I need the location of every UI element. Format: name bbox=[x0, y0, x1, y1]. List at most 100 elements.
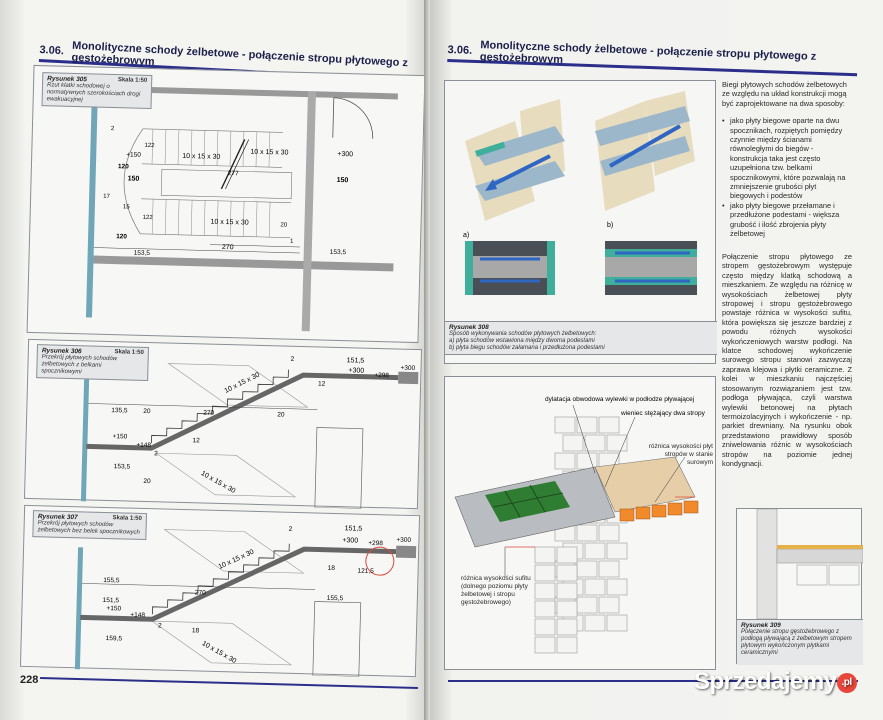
dim-text: 120 bbox=[116, 233, 127, 240]
stair-section-306: 151,5 +300 +298 +300 10 x 15 x 30 10 x 1… bbox=[80, 356, 419, 509]
dim-text: 122 bbox=[143, 215, 154, 221]
brick bbox=[584, 542, 606, 560]
dim-text: 12 bbox=[192, 437, 200, 444]
variant-b-label: b) bbox=[607, 222, 613, 229]
callout-height-diff: różnica wysokości płyt stropów w stanie … bbox=[641, 443, 713, 467]
dim-text: +150 bbox=[106, 605, 121, 612]
brick bbox=[606, 542, 628, 560]
tread-line bbox=[242, 201, 245, 237]
figure-desc: Przekrój płytowych schodów żelbetowych b… bbox=[37, 520, 140, 536]
tread-line bbox=[151, 129, 154, 165]
brick bbox=[598, 596, 620, 614]
brick bbox=[534, 564, 556, 582]
tread-line bbox=[164, 129, 167, 165]
figure-308-label: Rysunek 308 Sposób wykonywania schodów p… bbox=[445, 321, 717, 355]
dim-text: 18 bbox=[192, 627, 200, 634]
dim-text: +148 bbox=[136, 442, 151, 449]
ceramic-block bbox=[635, 506, 651, 520]
upper-flight bbox=[142, 128, 283, 168]
bottom-rule bbox=[448, 680, 858, 682]
right-page: 3.06. Monolityczne schody żelbetowe - po… bbox=[430, 0, 883, 720]
bullet-item: jako płyty biegowe oparte na dwu spoczni… bbox=[722, 116, 852, 201]
dim-text: +300 bbox=[348, 367, 364, 374]
brick bbox=[554, 416, 576, 434]
text-column-top: Biegi płytowych schodów żelbetowych ze w… bbox=[722, 80, 852, 239]
callout-ceiling-diff: różnica wysokości sufitu (dolnego poziom… bbox=[461, 575, 553, 607]
figure-307-label: Skala 1:50 Rysunek 307 Przekrój płytowyc… bbox=[32, 510, 148, 541]
dim-text: 20 bbox=[280, 222, 287, 228]
tread-line bbox=[151, 199, 154, 235]
bottom-rule bbox=[40, 677, 418, 689]
section-number: 3.06. bbox=[447, 43, 473, 57]
tread-line bbox=[216, 130, 219, 166]
watermark-text: Sprzedajemy bbox=[694, 668, 837, 695]
dim-text: 10 x 15 x 30 bbox=[210, 219, 248, 227]
tread-line bbox=[203, 130, 206, 166]
dim-text: 121,5 bbox=[357, 568, 374, 575]
section-a bbox=[465, 241, 555, 295]
figure-desc-line: b) płyta biegu schodów załamana i przedł… bbox=[449, 345, 605, 351]
brick bbox=[584, 614, 606, 632]
figure-305-label: Skala 1:50 Rysunek 305 Rzut klatki schod… bbox=[41, 72, 153, 110]
dim-text: 155,5 bbox=[327, 595, 344, 602]
bullet-list: jako płyty biegowe oparte na dwu spoczni… bbox=[722, 116, 852, 238]
brick bbox=[556, 600, 578, 618]
tread-line bbox=[229, 131, 232, 167]
ceramic-block bbox=[619, 508, 635, 522]
figure-305: 10 x 15 x 30 10 x 15 x 30 10 x 15 x 30 +… bbox=[26, 64, 426, 344]
dim-text: 2 bbox=[154, 450, 158, 457]
right-header: 3.06. Monolityczne schody żelbetowe - po… bbox=[447, 39, 858, 77]
ceramic-block bbox=[651, 504, 667, 518]
dim-text: 270 bbox=[195, 589, 206, 596]
dim-text: +150 bbox=[126, 151, 141, 158]
brick bbox=[598, 416, 620, 434]
tread-line bbox=[190, 200, 193, 236]
dim-text: 2 bbox=[111, 126, 115, 132]
bullet-item: jako płyty biegowe przełamane i przedłuż… bbox=[722, 201, 852, 239]
figure-title: Rysunek 308 bbox=[449, 324, 489, 331]
dim-text: 1 bbox=[290, 239, 294, 245]
callout-text: różnica wysokości płyt stropów w stanie … bbox=[648, 443, 713, 466]
figure-309-label: Rysunek 309 Połączenie stropu gęstożebro… bbox=[737, 619, 863, 665]
brick bbox=[556, 618, 578, 636]
dim-text: 150 bbox=[128, 175, 140, 182]
dim-text: 20 bbox=[143, 478, 151, 485]
dim-text: 150 bbox=[337, 177, 349, 184]
tread-line bbox=[255, 201, 258, 237]
dim-text: +148 bbox=[130, 612, 145, 619]
dim-text: 153,5 bbox=[330, 249, 347, 256]
watermark-logo: Sprzedajemy.pl bbox=[694, 668, 857, 696]
brick bbox=[534, 546, 556, 564]
brick bbox=[534, 600, 556, 618]
dim-text: 2 bbox=[289, 526, 293, 533]
tread-line bbox=[229, 201, 232, 237]
brick bbox=[556, 564, 578, 582]
brick bbox=[554, 452, 576, 470]
page-number: 228 bbox=[20, 674, 39, 686]
dim-text: 153,5 bbox=[114, 463, 131, 470]
tread-line bbox=[242, 131, 245, 167]
brick bbox=[584, 434, 606, 452]
dim-text: 10 x 15 x 30 bbox=[201, 640, 238, 665]
dim-text: 151,5 bbox=[347, 357, 365, 364]
brick bbox=[576, 452, 598, 470]
dim-text: +298 bbox=[374, 372, 389, 379]
figure-scale: Skala 1:50 bbox=[114, 349, 144, 356]
text-column-bottom: Połączenie stropu płytowego ze stropem g… bbox=[722, 252, 852, 476]
callout-ring-beam: wieniec stężający dwa stropy bbox=[620, 410, 706, 417]
ceramic-blocks bbox=[619, 500, 699, 522]
figure-309: Rysunek 309 Połączenie stropu gęstożebro… bbox=[736, 508, 864, 665]
figure-307: 151,5 +300 +298 +300 10 x 15 x 30 10 x 1… bbox=[19, 504, 421, 678]
dim-text: 20 bbox=[277, 411, 285, 418]
brick bbox=[576, 416, 598, 434]
figure-desc-line: a) płyta schodów wstawiona między dwoma … bbox=[449, 338, 595, 344]
stair-3d-illustrations: a) b) bbox=[463, 91, 697, 295]
callout-text: różnica wysokości sufitu (dolnego poziom… bbox=[461, 575, 531, 606]
figure-desc: Połączenie stropu gęstożebrowego z podło… bbox=[741, 629, 852, 656]
dim-text: 2 bbox=[158, 622, 162, 629]
ceramic-block bbox=[683, 500, 699, 514]
stair-variant-a: a) bbox=[463, 99, 565, 239]
brick bbox=[534, 582, 556, 600]
brick bbox=[598, 524, 620, 542]
watermark-dot-icon: .pl bbox=[836, 672, 857, 693]
